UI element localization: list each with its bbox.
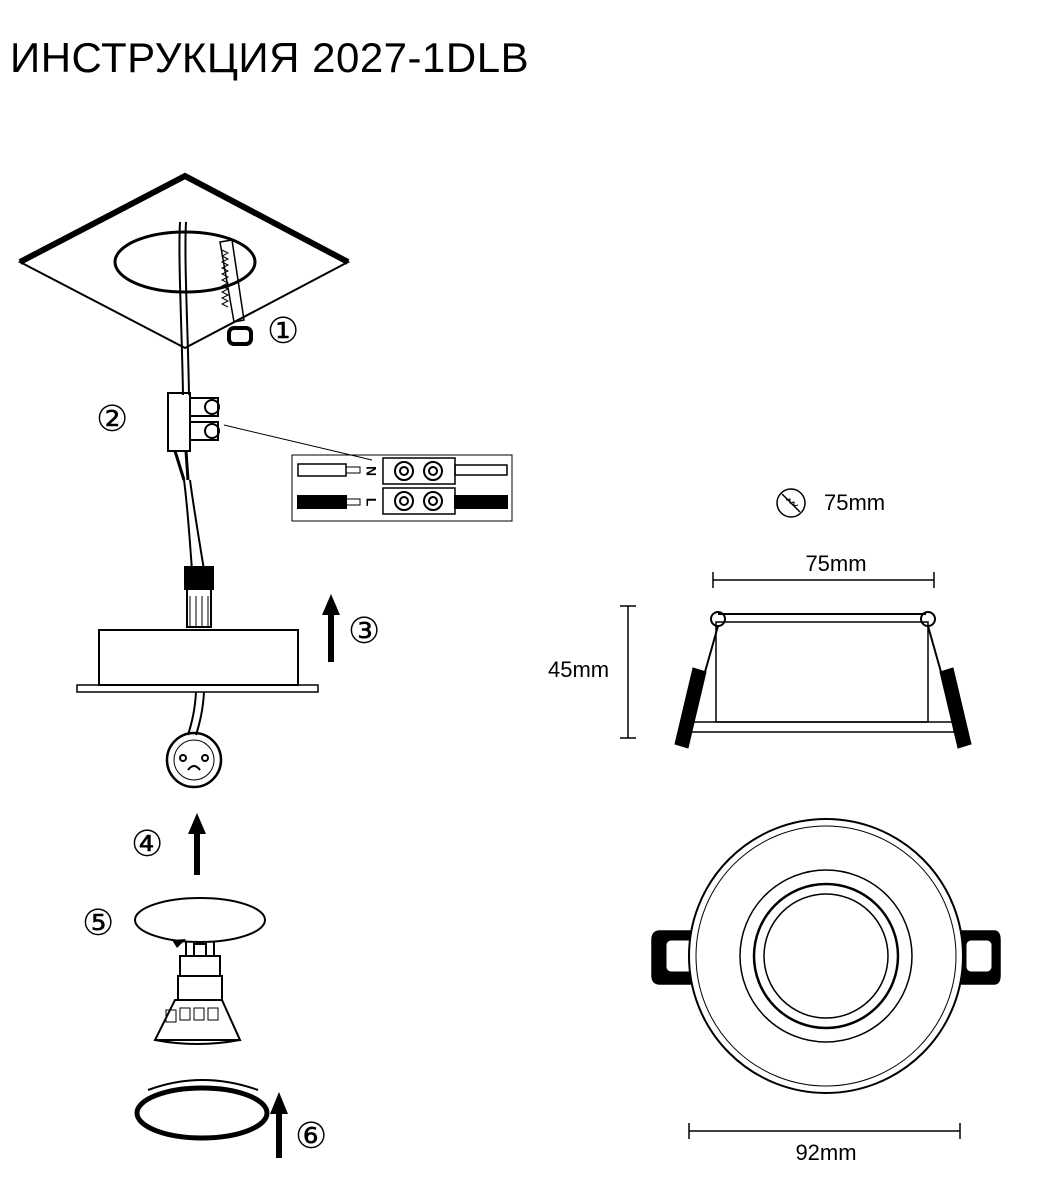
step-number-2: ② — [96, 398, 128, 439]
gu10-bulb — [153, 942, 242, 1045]
width-dimension: 75mm — [805, 551, 866, 576]
rotation-indicator — [134, 897, 266, 948]
cover-ring — [134, 1079, 270, 1141]
page-title: ИНСТРУКЦИЯ 2027-1DLB — [10, 34, 530, 81]
width-dimension-line — [712, 572, 935, 588]
up-arrow-icon-4 — [188, 813, 206, 875]
fixture-side-view — [674, 611, 972, 749]
ceiling-panel — [17, 172, 351, 350]
step-number-4: ④ — [131, 823, 163, 864]
wiring-detail — [291, 454, 513, 522]
cutout-dimension: 75mm — [824, 490, 885, 515]
fixture-front-view — [651, 818, 1001, 1094]
up-arrow-icon-3 — [322, 594, 340, 662]
terminal-block — [167, 392, 373, 481]
saw-icon — [219, 239, 253, 346]
gu10-socket — [165, 731, 223, 789]
step-number-3: ③ — [348, 610, 380, 651]
spotlight-housing — [76, 566, 319, 736]
step-number-5: ⑤ — [82, 902, 114, 943]
step-number-6: ⑥ — [295, 1115, 327, 1156]
cutout-saw-icon — [776, 488, 806, 518]
step-number-1: ① — [267, 310, 299, 351]
live-label: L — [363, 498, 379, 507]
height-dimension: 45mm — [548, 657, 609, 682]
diameter-dimension: 92mm — [795, 1140, 856, 1165]
neutral-label: N — [363, 466, 379, 476]
up-arrow-icon-6 — [270, 1092, 288, 1158]
power-cable — [178, 221, 184, 396]
height-dimension-line — [620, 605, 636, 739]
diameter-dimension-line — [688, 1123, 961, 1139]
